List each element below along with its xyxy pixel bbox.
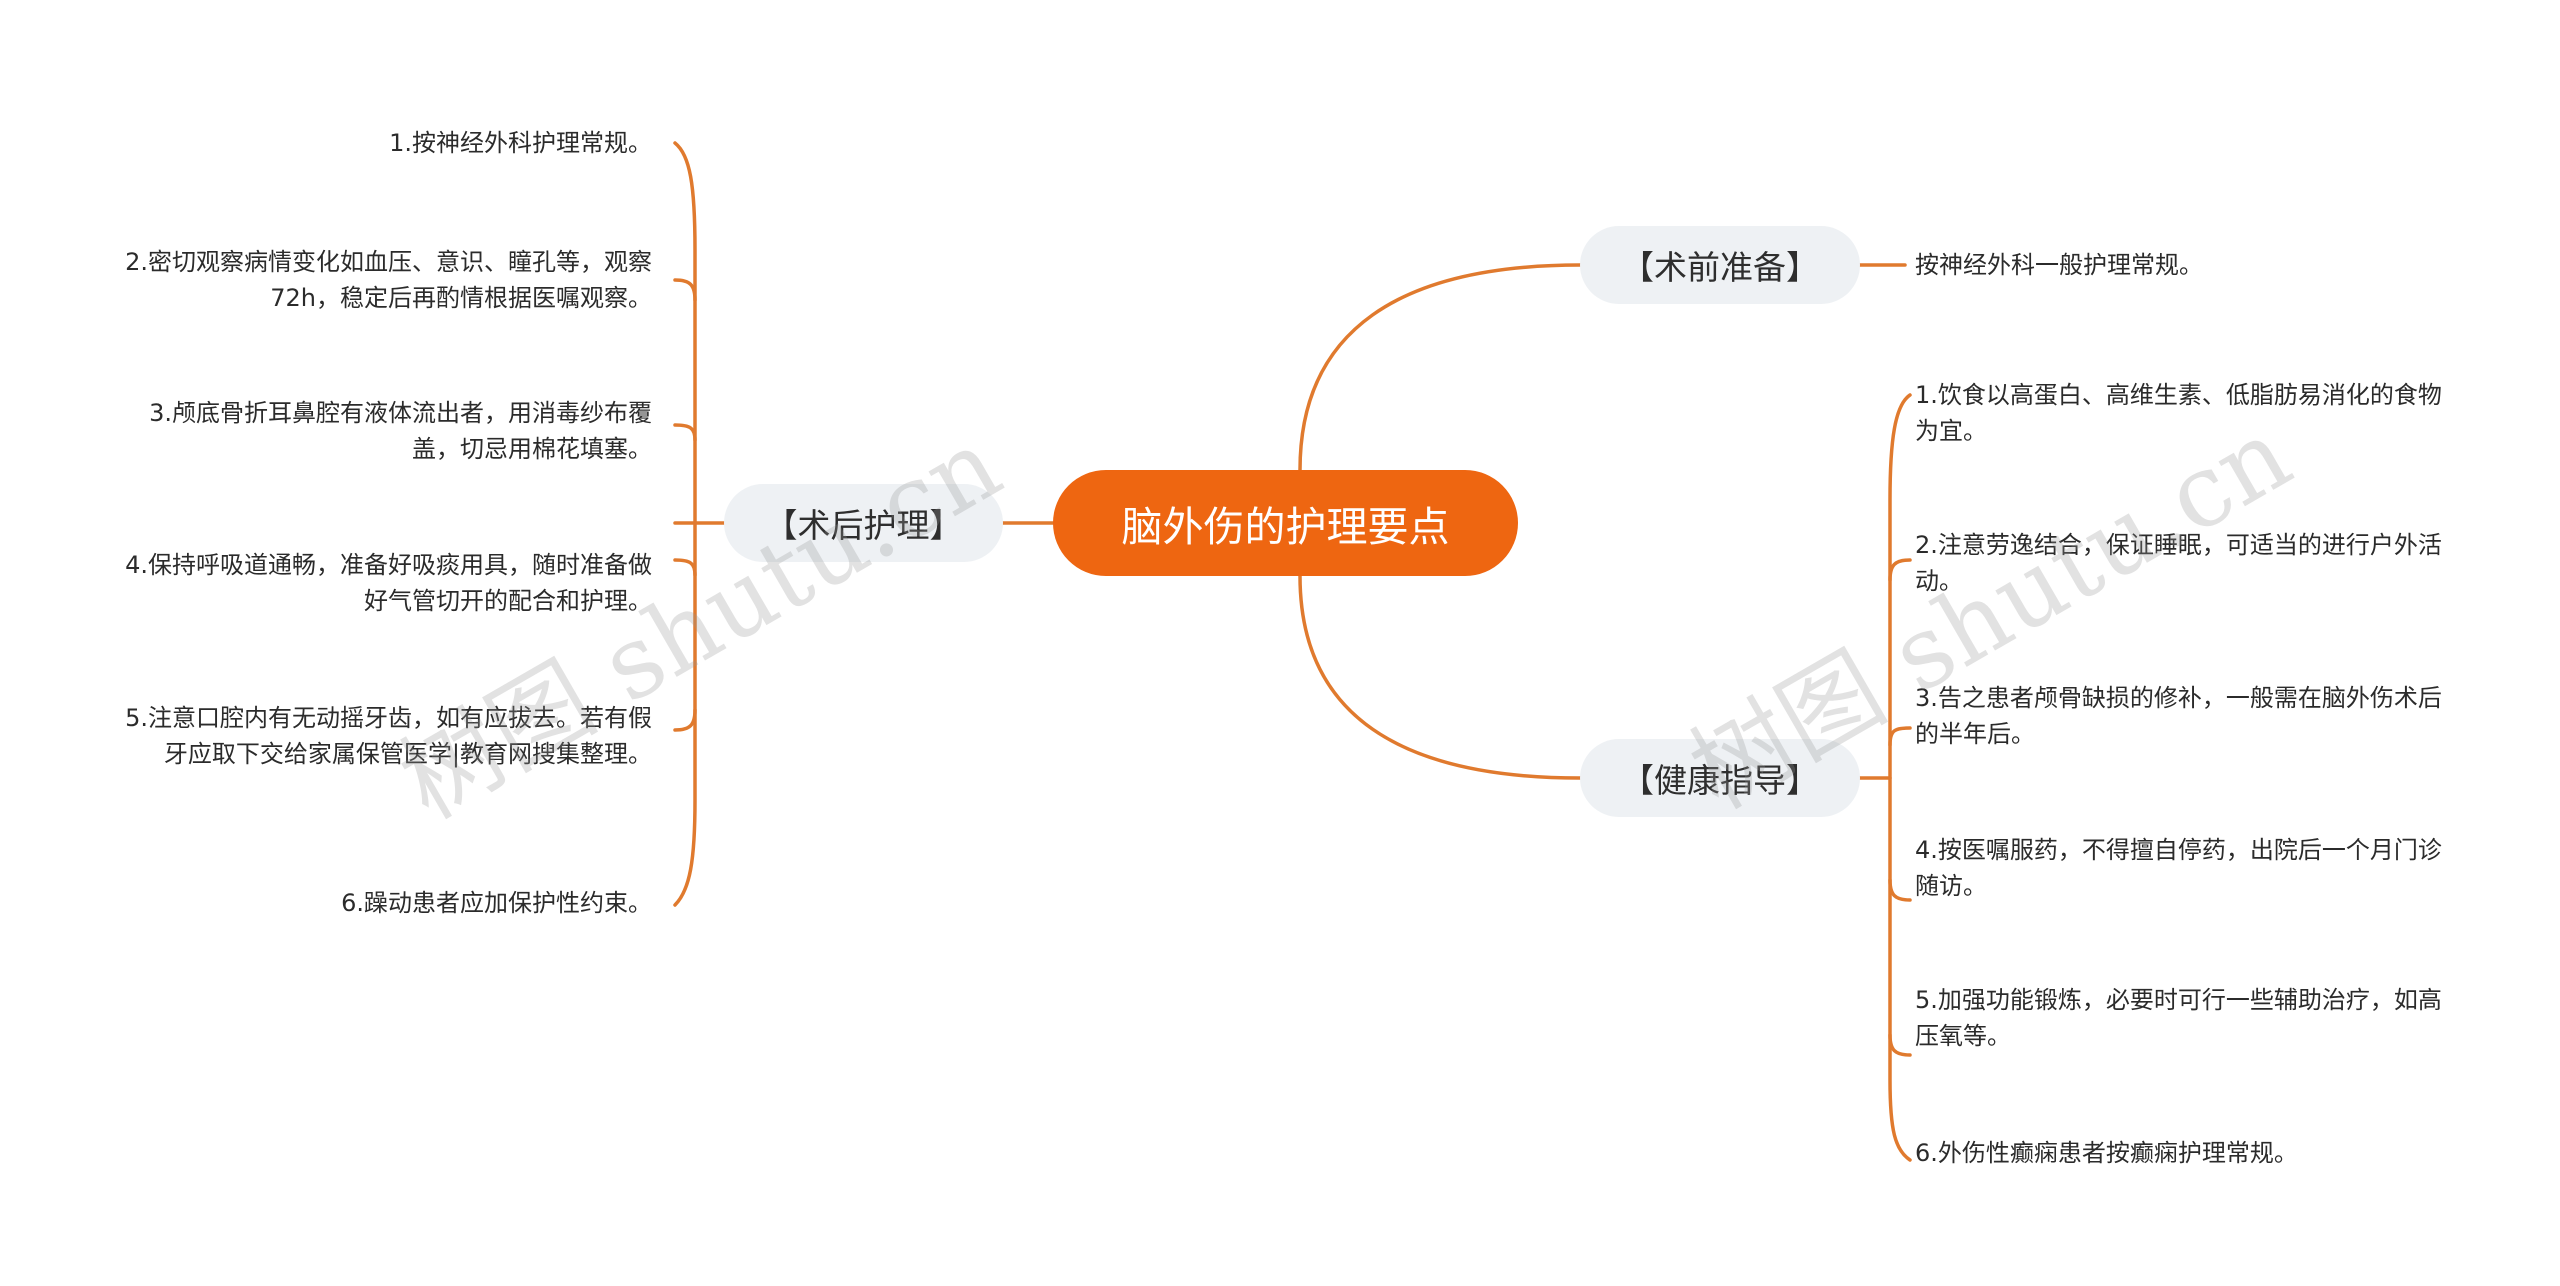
leaf-post-op-3[interactable]: 3.颅底骨折耳鼻腔有液体流出者，用消毒纱布覆盖，切忌用棉花填塞。 xyxy=(149,399,652,463)
leaf-post-op-1[interactable]: 1.按神经外科护理常规。 xyxy=(389,129,652,157)
leaf-health-2[interactable]: 2.注意劳逸结合，保证睡眠，可适当的进行户外活动。 xyxy=(1915,531,2442,595)
leaf-pre-op-1[interactable]: 按神经外科一般护理常规。 xyxy=(1915,251,2203,279)
leaf-health-4[interactable]: 4.按医嘱服药，不得擅自停药，出院后一个月门诊随访。 xyxy=(1915,836,2442,900)
leaf-post-op-6[interactable]: 6.躁动患者应加保护性约束。 xyxy=(341,889,652,917)
branch-pre-op[interactable]: 【术前准备】 xyxy=(1580,226,1860,304)
leaf-health-5[interactable]: 5.加强功能锻炼，必要时可行一些辅助治疗，如高压氧等。 xyxy=(1915,986,2442,1050)
connector-root-health xyxy=(1298,574,1582,780)
leaf-post-op-2[interactable]: 2.密切观察病情变化如血压、意识、瞳孔等，观察72h，稳定后再酌情根据医嘱观察。 xyxy=(125,248,652,312)
connector-root-preop xyxy=(1298,263,1582,472)
leaf-post-op-5[interactable]: 5.注意口腔内有无动摇牙齿，如有应拔去。若有假牙应取下交给家属保管医学|教育网搜… xyxy=(125,704,652,768)
branch-post-op[interactable]: 【术后护理】 xyxy=(724,484,1003,562)
leaf-health-1[interactable]: 1.饮食以高蛋白、高维生素、低脂肪易消化的食物为宜。 xyxy=(1915,381,2442,445)
leaf-health-3[interactable]: 3.告之患者颅骨缺损的修补，一般需在脑外伤术后的半年后。 xyxy=(1915,684,2442,748)
leaf-health-6[interactable]: 6.外伤性癫痫患者按癫痫护理常规。 xyxy=(1915,1139,2298,1167)
branch-health[interactable]: 【健康指导】 xyxy=(1580,739,1860,817)
leaf-post-op-4[interactable]: 4.保持呼吸道通畅，准备好吸痰用具，随时准备做好气管切开的配合和护理。 xyxy=(125,551,652,615)
root-topic[interactable]: 脑外伤的护理要点 xyxy=(1053,470,1518,576)
